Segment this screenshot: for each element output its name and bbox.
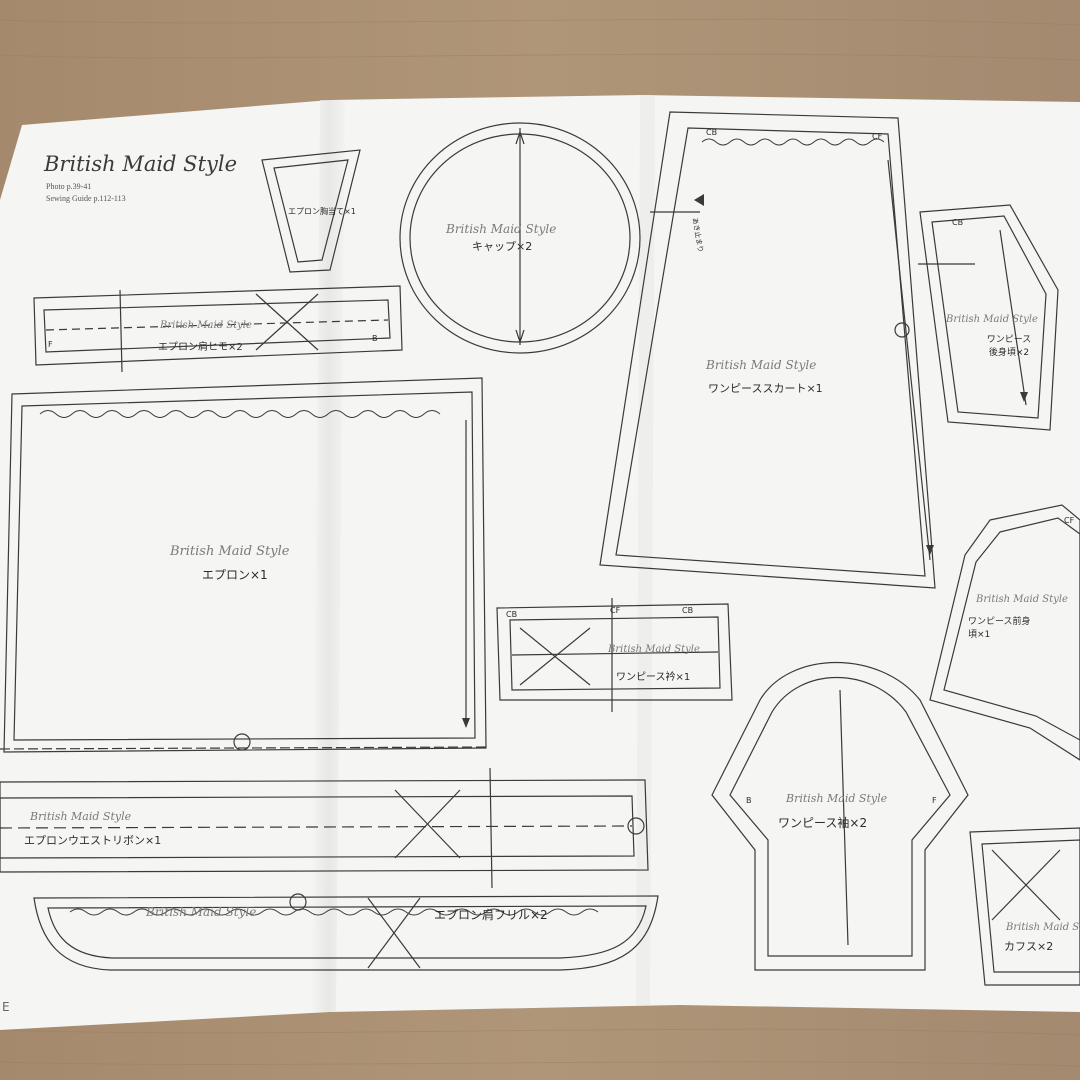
- shoulder-frill-piece: [33, 893, 659, 971]
- sleeve-piece: [711, 662, 969, 971]
- edge-letter: E: [2, 1000, 10, 1014]
- grain-arrow-marks: [462, 194, 1028, 728]
- paper-fold-shadow: [312, 100, 345, 1012]
- photo-reference: Photo p.39-41: [46, 182, 92, 191]
- apron-piece: [0, 377, 487, 753]
- waist-ribbon-brand-mark: British Maid Style: [30, 810, 132, 823]
- sleeve-b-mark: B: [746, 796, 752, 805]
- front-bodice-cf-mark: CF: [1064, 516, 1075, 525]
- collar-cb-mark-right: CB: [682, 606, 694, 615]
- apron-shoulder-tie-piece: [33, 285, 403, 373]
- cuffs-piece: [969, 827, 1080, 986]
- back-bodice-cb-mark: CB: [952, 218, 964, 227]
- sleeve-f-mark: F: [932, 796, 937, 805]
- collar-brand-mark: British Maid Style: [608, 644, 700, 655]
- apron-bib-piece: [261, 149, 361, 273]
- collar-cb-mark-left: CB: [506, 610, 518, 619]
- skirt-cb-mark: CB: [706, 128, 718, 137]
- cuffs-brand-mark: British Maid Style: [1006, 922, 1080, 933]
- sewing-guide-reference: Sewing Guide p.112-113: [46, 194, 126, 203]
- front-bodice-label: ワンピース前身頃×1: [968, 617, 1031, 640]
- back-bodice-label: ワンピース後身頃×2: [986, 335, 1032, 358]
- shoulder-tie-b-mark: B: [372, 334, 378, 343]
- sleeve-label: ワンピース袖×2: [778, 816, 868, 830]
- cap-piece: [399, 122, 641, 354]
- sleeve-brand-mark: British Maid Style: [786, 792, 888, 805]
- cap-brand-mark: British Maid Style: [446, 222, 557, 236]
- back-bodice-brand-mark: British Maid Style: [946, 314, 1038, 325]
- shoulder-frill-brand-mark: British Maid Style: [146, 905, 257, 919]
- cuffs-label: カフス×2: [1004, 940, 1054, 953]
- skirt-cf-mark: CF: [872, 132, 883, 141]
- skirt-label: ワンピーススカート×1: [708, 382, 823, 395]
- pattern-paper: [0, 95, 1080, 1030]
- apron-bib-label: エプロン胸当て×1: [288, 207, 356, 216]
- front-bodice-brand-mark: British Maid Style: [976, 594, 1068, 605]
- apron-label: エプロン×1: [202, 568, 268, 582]
- waist-ribbon-piece: [0, 767, 649, 889]
- skirt-piece: [599, 111, 936, 589]
- shoulder-frill-label: エプロン肩フリル×2: [434, 908, 548, 922]
- collar-piece: [496, 598, 733, 712]
- collar-cf-mark: CF: [610, 606, 621, 615]
- back-bodice-piece: [918, 204, 1059, 431]
- apron-brand-mark: British Maid Style: [170, 544, 290, 559]
- collar-label: ワンピース衿×1: [616, 672, 691, 683]
- shoulder-tie-label: エプロン肩ヒモ×2: [158, 342, 243, 353]
- skirt-brand-mark: British Maid Style: [706, 358, 817, 372]
- waist-ribbon-label: エプロンウエストリボン×1: [24, 834, 162, 847]
- shoulder-tie-f-mark: F: [48, 340, 53, 349]
- sheet-title: British Maid Style: [44, 152, 238, 176]
- front-bodice-piece: [929, 504, 1080, 761]
- shoulder-tie-brand-mark: British Maid Style: [160, 320, 252, 331]
- cap-label: キャップ×2: [472, 240, 533, 253]
- wood-grain: [0, 18, 1080, 1067]
